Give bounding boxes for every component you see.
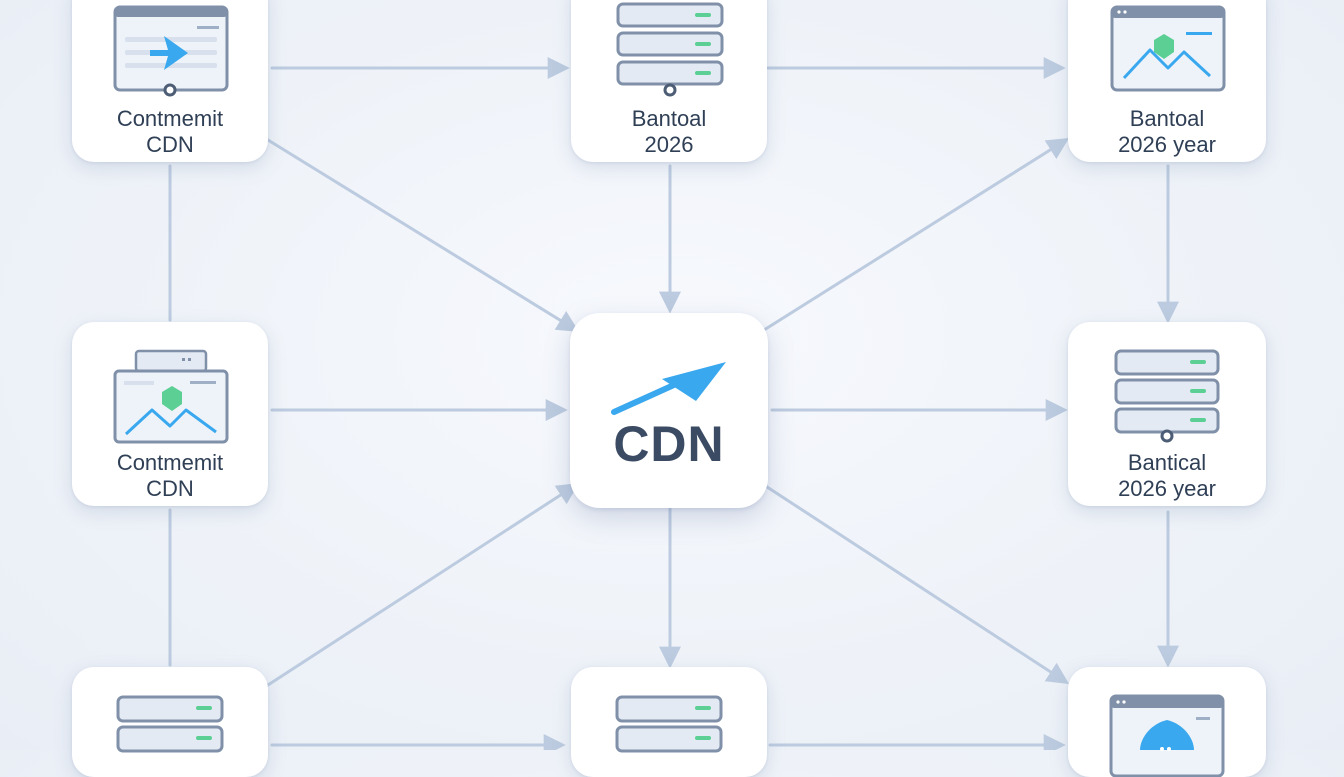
node-label-line2: CDN	[146, 132, 194, 157]
cdn-network-diagram: Contmemit CDN Bantoal 2026	[72, 0, 1266, 777]
node-label-line2: 2026 year	[1118, 132, 1216, 157]
node-label-line2: 2026	[644, 132, 694, 157]
image-window-icon	[113, 349, 229, 444]
arrow-icon	[611, 362, 726, 415]
node-label-line1: Bantoal	[631, 106, 707, 131]
node-label: Contmemit CDN	[72, 450, 268, 502]
globe-window-icon	[1109, 694, 1225, 777]
server-rack-icon	[1114, 349, 1220, 443]
node-label-line1: Bantoal	[1129, 106, 1205, 131]
edge-center-to-topright	[762, 138, 1070, 332]
node-bottom-right[interactable]	[1068, 667, 1266, 777]
server-rack-icon	[615, 695, 723, 753]
node-label-line1: Contmemit	[116, 106, 224, 131]
server-rack-icon	[616, 2, 724, 97]
connector-layer	[168, 57, 1179, 750]
node-bottom-left[interactable]	[72, 667, 268, 777]
center-title: CDN	[613, 416, 725, 472]
node-top-middle[interactable]: Bantoal 2026	[571, 0, 767, 162]
node-top-right[interactable]: Bantoal 2026 year	[1068, 0, 1266, 162]
edge-center-to-bottomright	[762, 483, 1070, 685]
server-rack-icon	[116, 695, 224, 753]
browser-window-arrow-icon	[113, 5, 229, 97]
node-label-line1: Bantical	[1127, 450, 1207, 475]
node-label: Bantoal 2026 year	[1068, 106, 1266, 158]
node-label-line2: 2026 year	[1118, 476, 1216, 501]
edge-bottomleft-to-center	[266, 483, 580, 687]
node-bottom-middle[interactable]	[571, 667, 767, 777]
node-label: Contmemit CDN	[72, 106, 268, 158]
edge-topleft-to-center	[266, 138, 580, 332]
image-window-icon	[1110, 5, 1226, 92]
node-middle-right[interactable]: Bantical 2026 year	[1068, 322, 1266, 506]
node-center-cdn[interactable]: CDN	[570, 313, 768, 508]
node-label: Bantoal 2026	[571, 106, 767, 158]
node-label: Bantical 2026 year	[1068, 450, 1266, 502]
node-top-left[interactable]: Contmemit CDN	[72, 0, 268, 162]
node-label-line1: Contmemit	[116, 450, 224, 475]
node-middle-left[interactable]: Contmemit CDN	[72, 322, 268, 506]
node-label-line2: CDN	[146, 476, 194, 501]
